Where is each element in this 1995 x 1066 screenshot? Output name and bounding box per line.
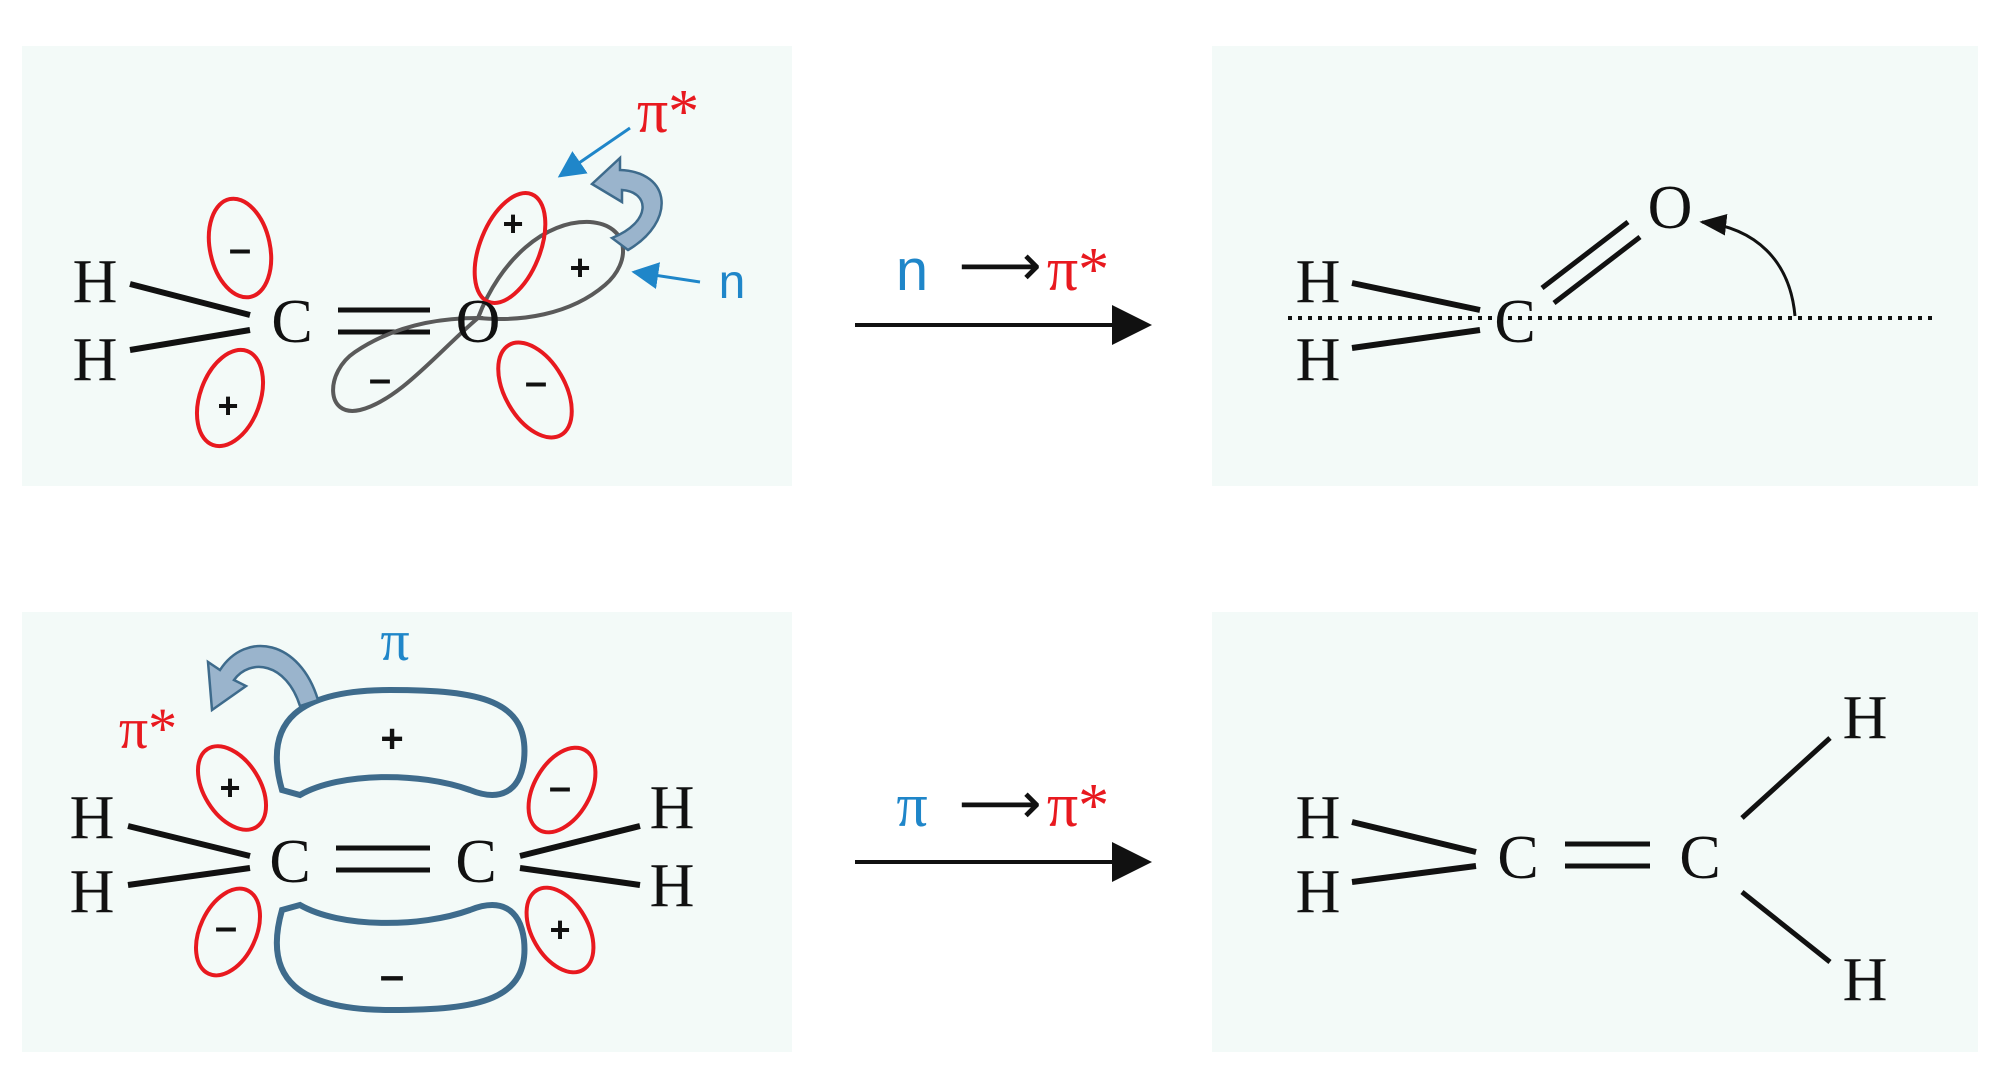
ch-bond-left-bottom [127, 865, 251, 888]
h-atom-left-top: H [70, 784, 115, 852]
pistar-label: π* [637, 78, 699, 146]
pistar-pointer-arrow [557, 126, 631, 178]
ch-bond-left-top-p4 [1351, 819, 1477, 855]
excitation-curved-arrow-icon-p3 [206, 644, 320, 713]
carbon-atom-left-p4: C [1497, 824, 1538, 892]
ch-bond-left-top [127, 823, 251, 859]
n-orbital-lower-lobe [331, 315, 484, 413]
panel-formaldehyde-excited [1212, 46, 1978, 486]
panel1-molecule: H H C O – + + – + – π* n [73, 78, 746, 449]
carbon-atom: C [271, 288, 312, 356]
transition1-to: π* [1047, 236, 1109, 304]
excitation-curved-arrow-icon [589, 155, 663, 252]
transition-n-to-pistar: n ⟶ π* [855, 233, 1152, 345]
sign-l-upper: + [219, 767, 240, 808]
panel-ethylene-excited [1212, 612, 1978, 1052]
sign-pi-bottom: – [380, 951, 404, 1000]
panel-formaldehyde-orbitals [22, 46, 792, 486]
ch-bond-right-top-p4 [1740, 736, 1832, 820]
transition2-from: π [896, 772, 927, 840]
ch-bond-left-bottom-p4 [1351, 863, 1477, 885]
ch-bond-top [129, 281, 251, 318]
pistar-lobe-right-lower [524, 885, 596, 975]
h-atom-right-top-p4: H [1843, 684, 1888, 752]
h-atom-left-bottom: H [70, 858, 115, 926]
h-atom-left-top-p4: H [1296, 784, 1341, 852]
pistar-lobe-right-upper [526, 745, 598, 835]
carbon-atom-p2: C [1494, 288, 1535, 356]
h-atom-bottom: H [73, 326, 118, 394]
h-atom-right-bottom-p4: H [1843, 946, 1888, 1014]
h-atom-top-p2: H [1296, 248, 1341, 316]
co-bond-p2-1 [1540, 220, 1630, 290]
h-atom-top: H [73, 248, 118, 316]
co-bond-p2-2 [1552, 235, 1642, 305]
h-atom-right-bottom: H [650, 852, 695, 920]
sign-n-upper: + [569, 247, 590, 288]
h-atom-bottom-p2: H [1296, 326, 1341, 394]
panel2-molecule: H H C O [1288, 174, 1932, 394]
pistar-lobe-left-upper [195, 744, 269, 832]
c-pistar-lobe-bottom [195, 347, 265, 449]
sign-c-top: – [229, 227, 251, 271]
c-pistar-lobe-top [206, 196, 274, 300]
h-atom-left-bottom-p4: H [1296, 858, 1341, 926]
transition1-arrow: ⟶ [958, 233, 1041, 298]
panel3-molecule: H H C C H H + – + – – + π π* [70, 608, 695, 1014]
ch-bond-bottom-p2 [1351, 327, 1481, 351]
carbon-atom-left: C [269, 828, 310, 896]
sign-o-pistar-bottom: – [525, 360, 547, 404]
sign-n-lower: – [369, 357, 391, 401]
o-pistar-lobe-top [472, 191, 548, 305]
ch-bond-right-bottom-p4 [1740, 890, 1832, 964]
ch-bond-right-bottom [519, 865, 641, 888]
oxygen-atom: O [456, 288, 501, 356]
ch-bond-top-p2 [1351, 280, 1481, 313]
carbon-atom-right: C [455, 828, 496, 896]
n-label: n [719, 256, 746, 309]
o-pistar-lobe-bottom [496, 340, 574, 440]
transition2-to: π* [1047, 772, 1109, 840]
transition1-from: n [896, 238, 928, 303]
carbon-atom-right-p4: C [1679, 824, 1720, 892]
transition-pi-to-pistar: π ⟶ π* [855, 771, 1152, 882]
sign-c-bottom: + [217, 385, 238, 426]
sign-o-pistar-top: + [502, 203, 523, 244]
pi-orbital-lower-lobe [273, 901, 528, 1014]
n-pointer-arrow [631, 262, 701, 289]
oxygen-atom-p2: O [1648, 174, 1693, 242]
pi-label: π [380, 608, 409, 673]
sign-r-upper: – [549, 765, 571, 809]
sign-l-lower: – [215, 905, 237, 949]
transition2-arrow: ⟶ [958, 771, 1041, 836]
pistar-lobe-left-lower [194, 886, 262, 978]
h-atom-right-top: H [650, 774, 695, 842]
ch-bond-bottom [129, 327, 251, 353]
pyramidalization-arrow [1699, 214, 1797, 317]
sign-r-lower: + [549, 909, 570, 950]
pistar-label-p3: π* [119, 696, 177, 761]
sign-pi-top: + [380, 717, 403, 761]
panel4-molecule: H H C C H H [1296, 684, 1888, 1014]
ch-bond-right-top [519, 823, 641, 859]
